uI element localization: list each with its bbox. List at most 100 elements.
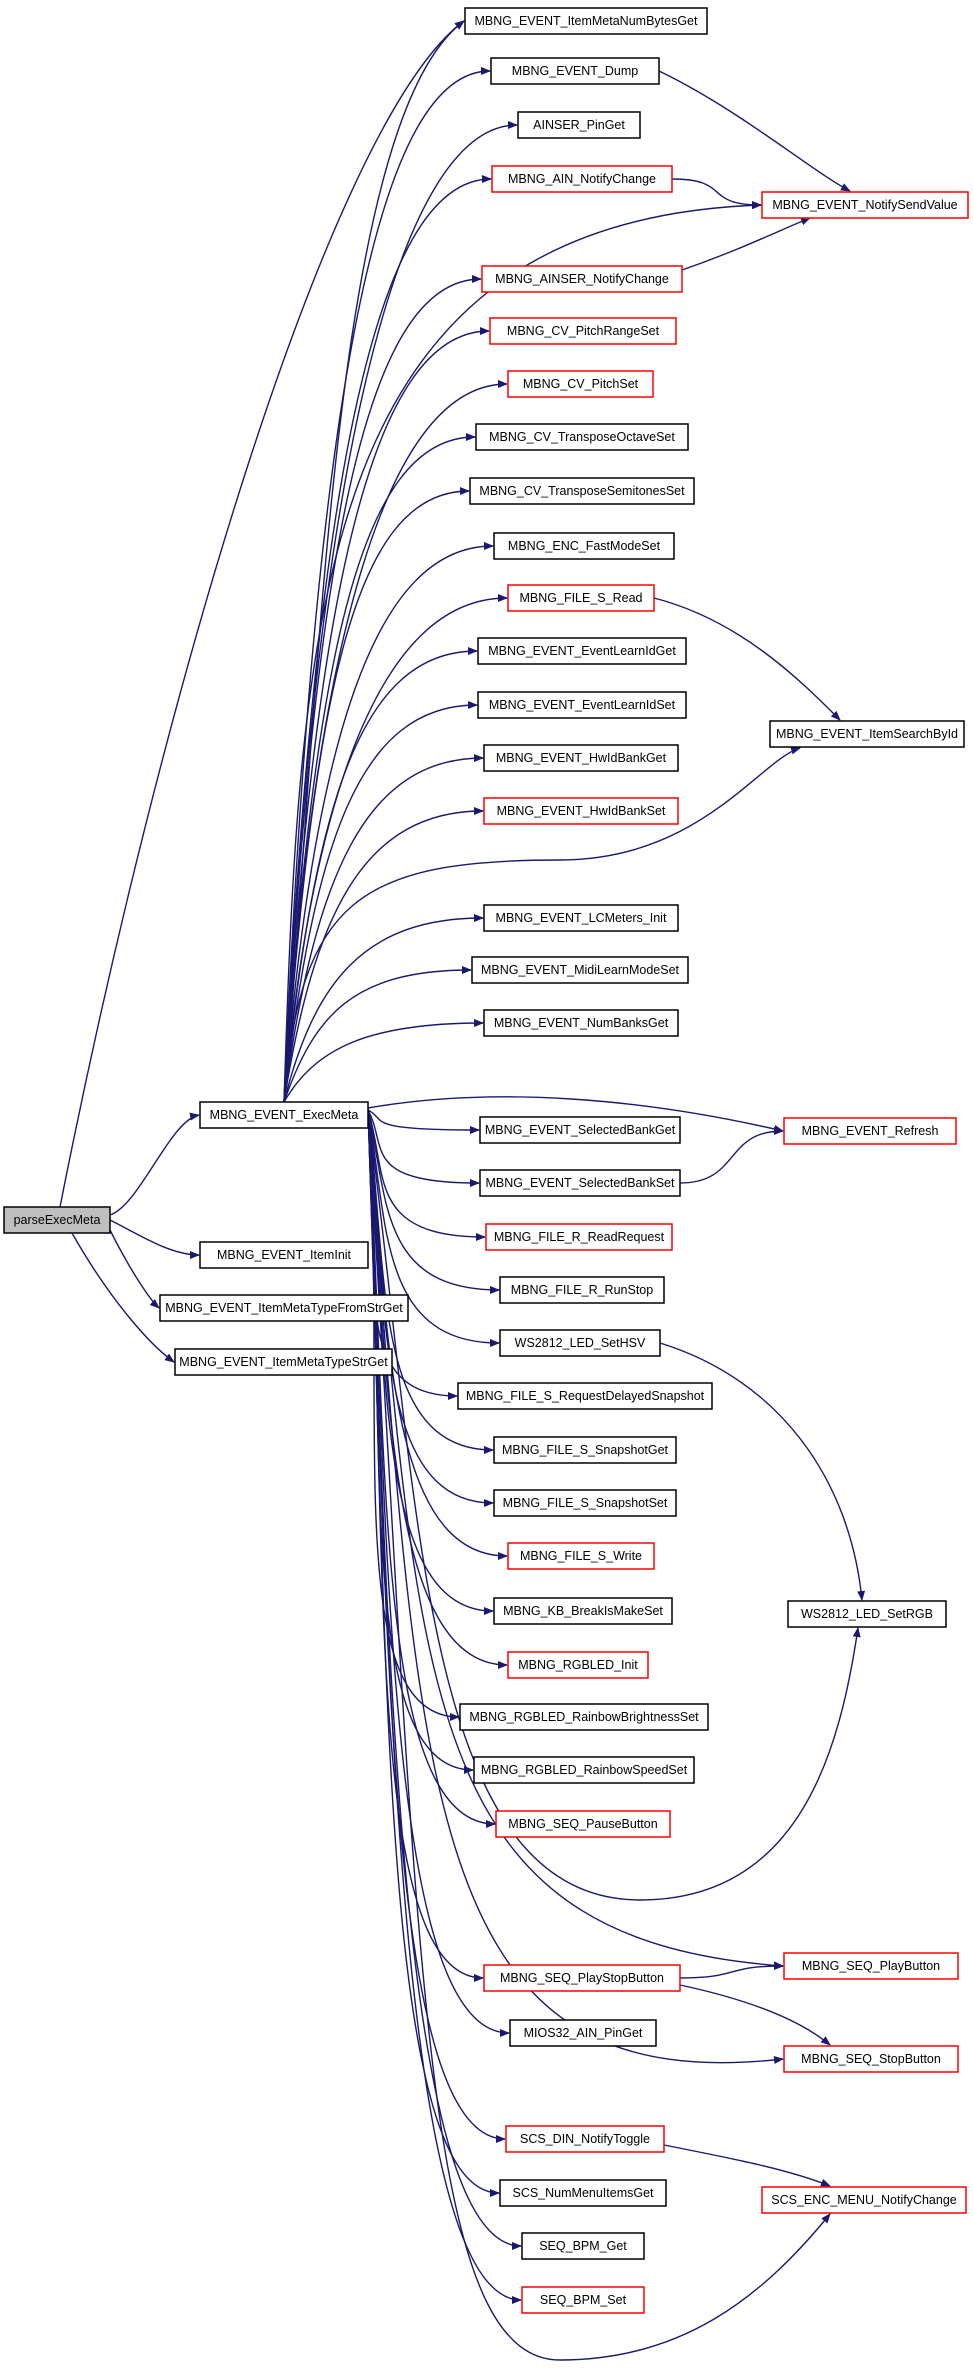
node-box	[475, 423, 689, 451]
node-mios-ain[interactable]: MIOS32_AIN_PinGet	[509, 2019, 657, 2047]
edge-root-to-metafromstr	[109, 1229, 160, 1309]
node-label: MBNG_CV_TransposeOctaveSet	[489, 430, 675, 444]
node-rgbled-rss[interactable]: MBNG_RGBLED_RainbowSpeedSet	[473, 1756, 695, 1784]
node-box	[787, 1600, 947, 1628]
node-numbanks[interactable]: MBNG_EVENT_NumBanksGet	[483, 1009, 679, 1037]
node-enc-fms[interactable]: MBNG_ENC_FastModeSet	[493, 532, 675, 560]
edge-exec-to-hwbank-set	[283, 807, 484, 1103]
node-exec[interactable]: MBNG_EVENT_ExecMeta	[199, 1101, 369, 1129]
edge-exec-to-ainser-notify	[283, 275, 482, 1103]
edge-exec-to-notify-send	[283, 201, 762, 1103]
node-notify-send[interactable]: MBNG_EVENT_NotifySendValue	[761, 191, 969, 219]
node-label: MBNG_EVENT_NotifySendValue	[772, 198, 957, 212]
node-learn-set[interactable]: MBNG_EVENT_EventLearnIdSet	[477, 691, 687, 719]
node-midilearn[interactable]: MBNG_EVENT_MidiLearnModeSet	[471, 956, 689, 984]
node-seq-pause[interactable]: MBNG_SEQ_PauseButton	[495, 1810, 671, 1838]
edge-selbank-set-to-refresh	[679, 1127, 784, 1184]
node-ainser-notify[interactable]: MBNG_AINSER_NotifyChange	[481, 265, 683, 293]
edge-exec-to-learn-get	[283, 647, 478, 1103]
node-box	[769, 720, 965, 748]
node-file-s-rds[interactable]: MBNG_FILE_S_RequestDelayedSnapshot	[457, 1382, 713, 1410]
node-label: WS2812_LED_SetRGB	[801, 1607, 933, 1621]
node-label: SCS_DIN_NotifyToggle	[520, 2132, 650, 2146]
node-ainser-pin[interactable]: AINSER_PinGet	[517, 111, 641, 139]
node-rgbled-init[interactable]: MBNG_RGBLED_Init	[507, 1651, 649, 1679]
node-selbank-get[interactable]: MBNG_EVENT_SelectedBankGet	[479, 1116, 681, 1144]
node-box	[493, 1489, 677, 1517]
node-cv-prs[interactable]: MBNG_CV_PitchRangeSet	[489, 317, 677, 345]
node-seq-stop[interactable]: MBNG_SEQ_StopButton	[783, 2045, 959, 2073]
node-scs-din[interactable]: SCS_DIN_NotifyToggle	[505, 2125, 665, 2153]
node-file-s-write[interactable]: MBNG_FILE_S_Write	[507, 1542, 655, 1570]
node-box	[493, 1436, 677, 1464]
node-ain-notify[interactable]: MBNG_AIN_NotifyChange	[491, 165, 673, 193]
node-box	[761, 191, 969, 219]
node-file-s-sg[interactable]: MBNG_FILE_S_SnapshotGet	[493, 1436, 677, 1464]
node-metanum[interactable]: MBNG_EVENT_ItemMetaNumBytesGet	[464, 7, 708, 35]
edge-exec-to-cv-prs	[283, 327, 490, 1103]
node-box	[507, 584, 655, 612]
node-seq-play[interactable]: MBNG_SEQ_PlayButton	[783, 1952, 959, 1980]
node-cv-ps[interactable]: MBNG_CV_PitchSet	[507, 370, 654, 398]
node-iteminit[interactable]: MBNG_EVENT_ItemInit	[199, 1241, 369, 1269]
edges	[59, 20, 866, 2361]
node-box	[517, 111, 641, 139]
node-box	[490, 57, 660, 85]
node-refresh[interactable]: MBNG_EVENT_Refresh	[783, 1117, 957, 1145]
node-scs-num[interactable]: SCS_NumMenuItemsGet	[499, 2179, 667, 2207]
node-box	[481, 265, 683, 293]
node-label: MBNG_SEQ_PlayStopButton	[500, 1971, 664, 1985]
node-box	[483, 1009, 679, 1037]
node-metafromstr[interactable]: MBNG_EVENT_ItemMetaTypeFromStrGet	[159, 1294, 409, 1322]
node-box	[479, 1116, 681, 1144]
node-dump[interactable]: MBNG_EVENT_Dump	[490, 57, 660, 85]
node-box	[521, 2286, 645, 2314]
node-box	[495, 1810, 671, 1838]
node-label: parseExecMeta	[14, 1213, 101, 1227]
edge-exec-to-seq-pause	[367, 1109, 496, 1828]
node-label: SCS_ENC_MENU_NotifyChange	[771, 2193, 957, 2207]
edge-exec-to-scs-enc	[367, 1113, 831, 2361]
node-cv-tos[interactable]: MBNG_CV_TransposeOctaveSet	[475, 423, 689, 451]
node-file-r-runstop[interactable]: MBNG_FILE_R_RunStop	[499, 1276, 665, 1304]
edge-root-to-metanum	[59, 20, 465, 1208]
node-bpm-set[interactable]: SEQ_BPM_Set	[521, 2286, 645, 2314]
node-label: MBNG_SEQ_StopButton	[801, 2052, 941, 2066]
node-hwbank-set[interactable]: MBNG_EVENT_HwIdBankSet	[483, 797, 679, 825]
node-box	[3, 1206, 111, 1234]
node-root[interactable]: parseExecMeta	[3, 1206, 111, 1234]
node-box	[159, 1294, 409, 1322]
node-rgbled-rbs[interactable]: MBNG_RGBLED_RainbowBrightnessSet	[459, 1703, 709, 1731]
edge-exec-to-selbank-set	[367, 1109, 480, 1187]
node-learn-get[interactable]: MBNG_EVENT_EventLearnIdGet	[477, 637, 687, 665]
node-hwbank-get[interactable]: MBNG_EVENT_HwIdBankGet	[483, 744, 679, 772]
node-item-search[interactable]: MBNG_EVENT_ItemSearchById	[769, 720, 965, 748]
node-file-s-ss[interactable]: MBNG_FILE_S_SnapshotSet	[493, 1489, 677, 1517]
node-file-r-read[interactable]: MBNG_FILE_R_ReadRequest	[485, 1223, 673, 1251]
node-seq-playstop[interactable]: MBNG_SEQ_PlayStopButton	[483, 1964, 681, 1992]
node-box	[199, 1241, 369, 1269]
node-lcmeters[interactable]: MBNG_EVENT_LCMeters_Init	[483, 904, 679, 932]
node-file-s-read[interactable]: MBNG_FILE_S_Read	[507, 584, 655, 612]
node-ws-rgb[interactable]: WS2812_LED_SetRGB	[787, 1600, 947, 1628]
node-metastr[interactable]: MBNG_EVENT_ItemMetaTypeStrGet	[174, 1348, 393, 1376]
node-selbank-set[interactable]: MBNG_EVENT_SelectedBankSet	[479, 1169, 681, 1197]
node-label: MBNG_SEQ_PauseButton	[508, 1817, 657, 1831]
node-box	[493, 532, 675, 560]
edge-scs-din-to-scs-enc	[663, 2144, 831, 2187]
node-scs-enc[interactable]: SCS_ENC_MENU_NotifyChange	[761, 2186, 967, 2214]
node-label: MBNG_EVENT_SelectedBankGet	[485, 1123, 676, 1137]
node-bpm-get[interactable]: SEQ_BPM_Get	[521, 2232, 645, 2260]
node-box	[761, 2186, 967, 2214]
node-box	[477, 691, 687, 719]
node-ws-hsv[interactable]: WS2812_LED_SetHSV	[499, 1329, 661, 1357]
edge-exec-to-learn-set	[283, 701, 478, 1103]
node-label: MBNG_CV_TransposeSemitonesSet	[479, 484, 685, 498]
edge-root-to-metastr	[71, 1232, 175, 1363]
node-cv-tss[interactable]: MBNG_CV_TransposeSemitonesSet	[469, 477, 695, 505]
node-label: SEQ_BPM_Set	[540, 2293, 627, 2307]
edge-exec-to-seq-stop	[367, 1113, 784, 2064]
node-kb-break[interactable]: MBNG_KB_BreakIsMakeSet	[493, 1597, 673, 1625]
node-label: MBNG_EVENT_ItemMetaTypeFromStrGet	[165, 1301, 403, 1315]
